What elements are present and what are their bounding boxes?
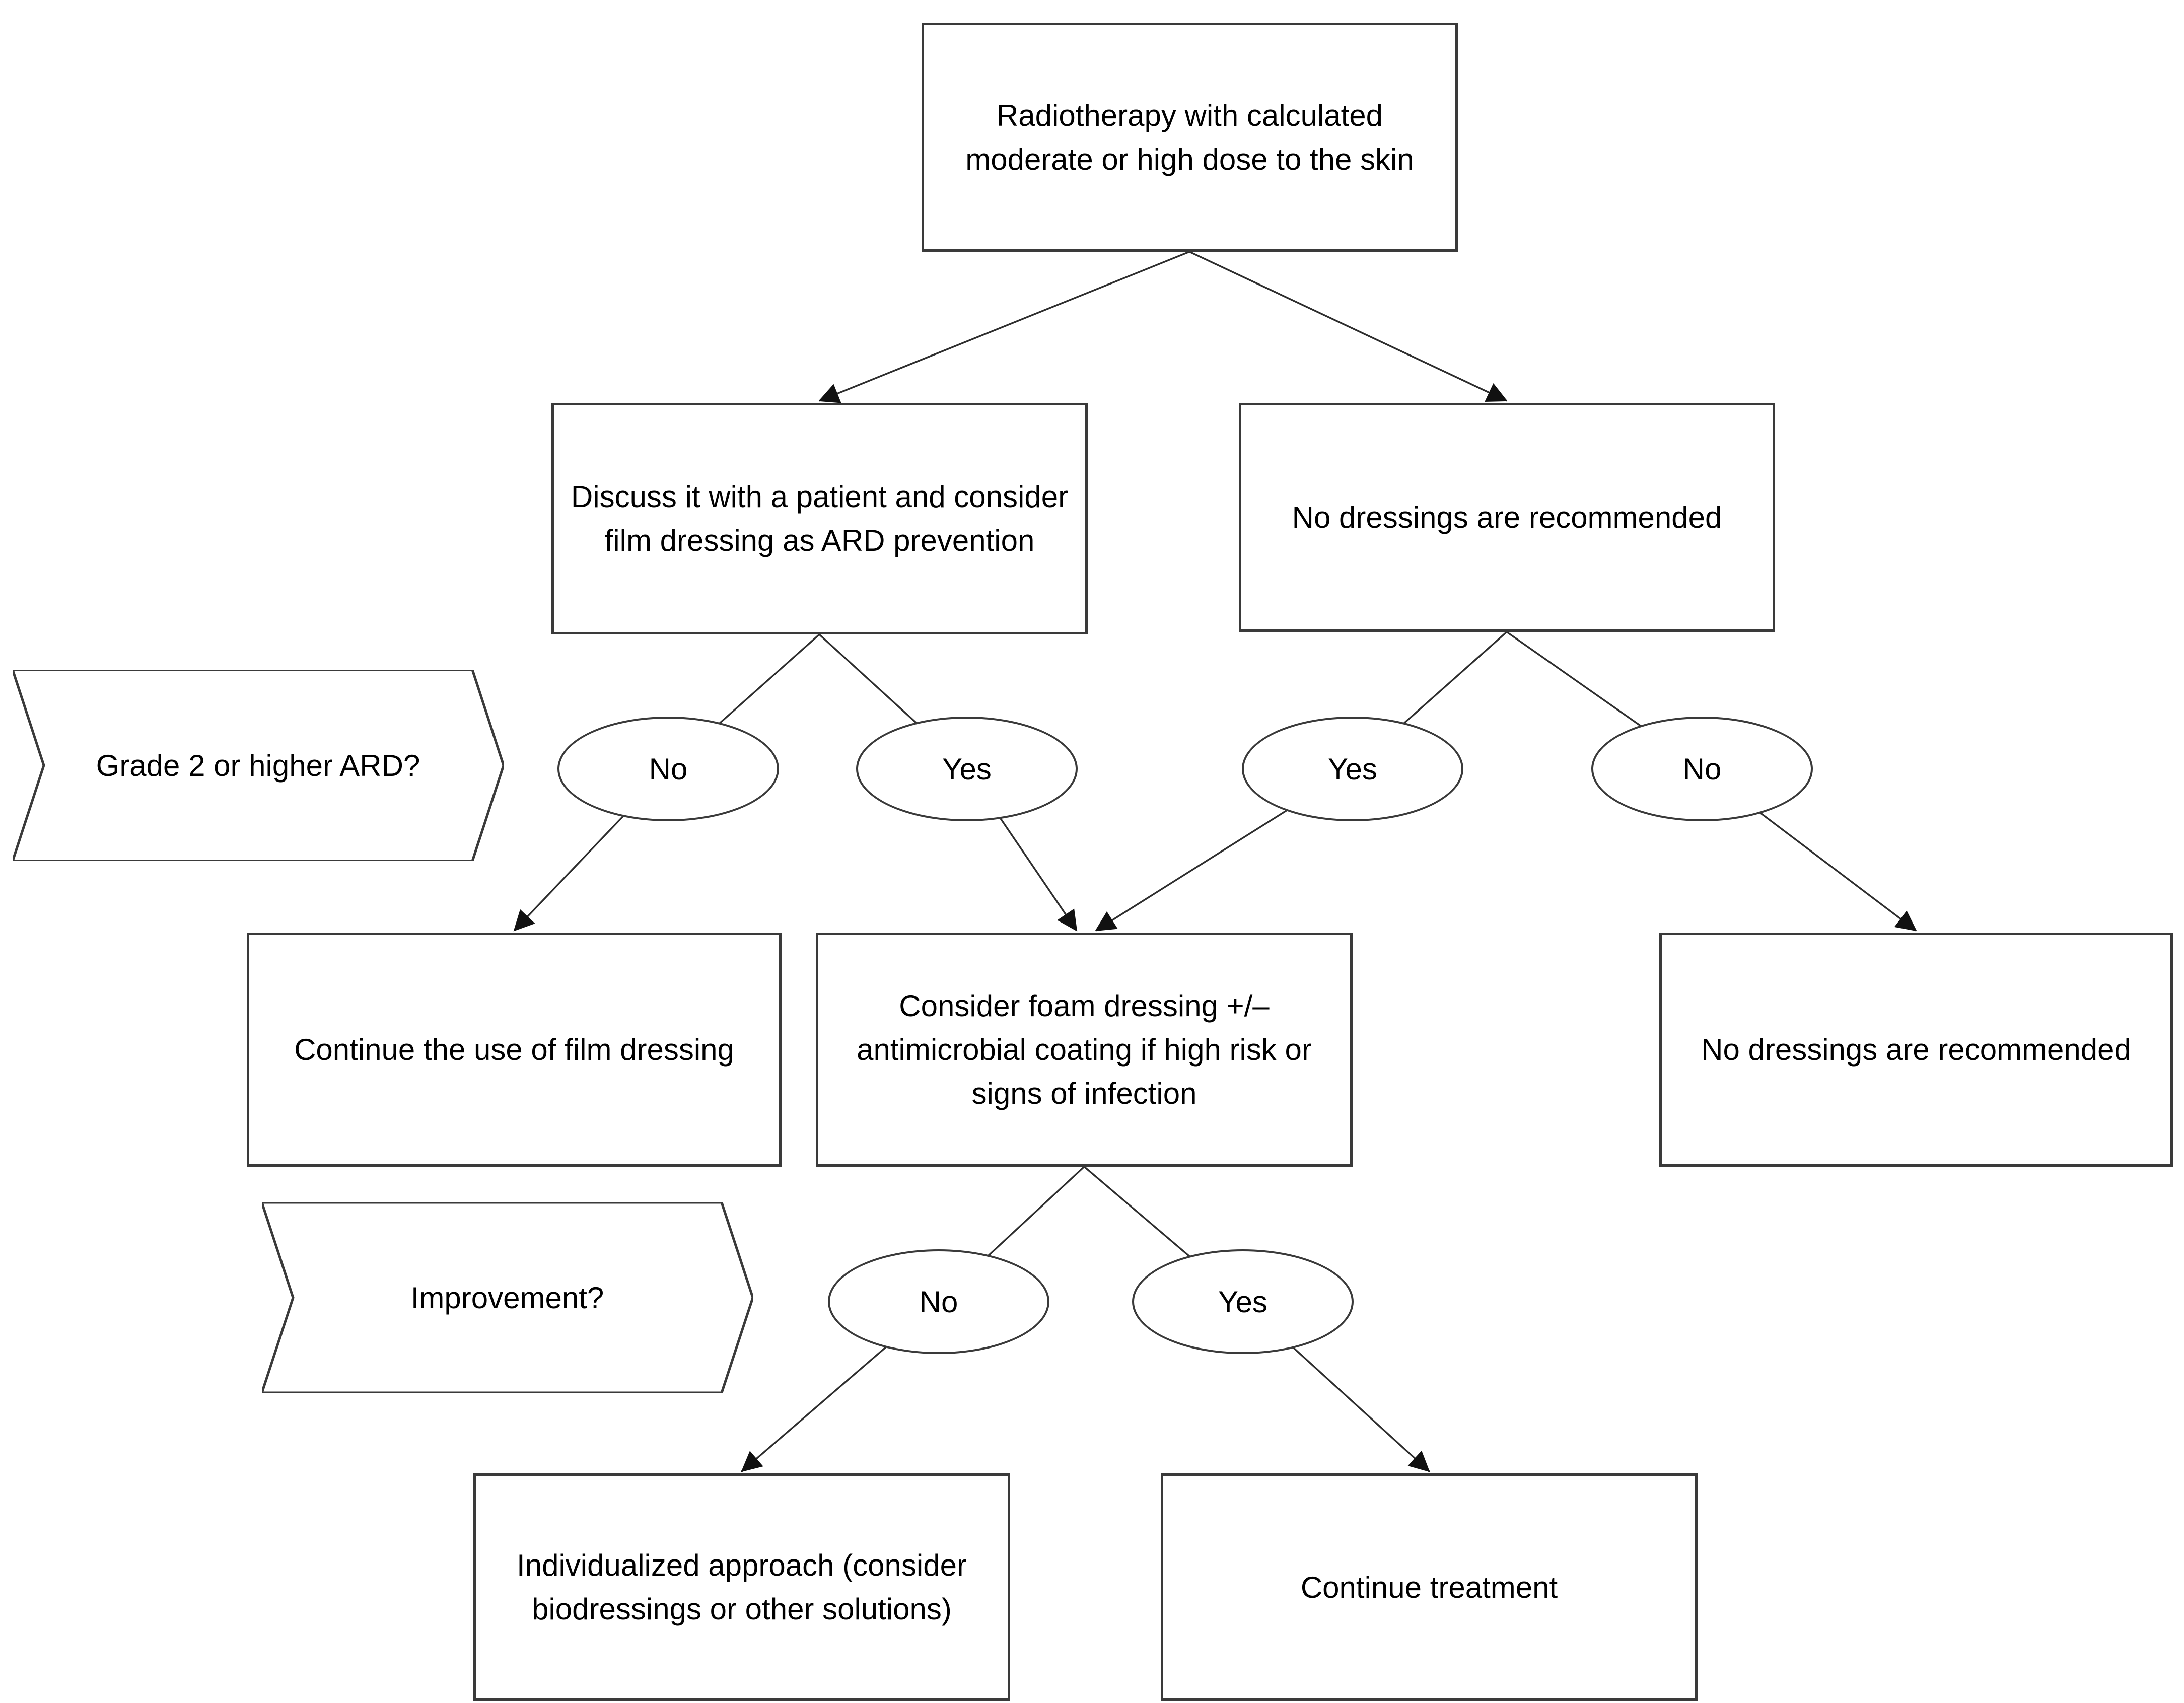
- ribbon-label: Grade 2 or higher ARD?: [96, 748, 420, 783]
- ellipse-grade2-no: No: [557, 717, 779, 821]
- ribbon-shape: [13, 670, 504, 861]
- node-label: Discuss it with a patient and consider f…: [571, 480, 1069, 557]
- ellipse-label: Yes: [1218, 1285, 1267, 1319]
- node-label: No dressings are recommended: [1701, 1033, 2131, 1067]
- ellipse-label: Yes: [1328, 752, 1377, 786]
- ellipse-improvement-no: No: [828, 1249, 1049, 1354]
- node-no-dressings-top: No dressings are recommended: [1239, 403, 1775, 632]
- node-no-dressings-right: No dressings are recommended: [1659, 933, 2173, 1167]
- node-label: Continue the use of film dressing: [294, 1033, 734, 1067]
- node-label: Continue treatment: [1300, 1570, 1558, 1604]
- node-radiotherapy-start: Radiotherapy with calculated moderate or…: [922, 23, 1458, 252]
- ellipse-grade2-yes: Yes: [856, 717, 1078, 821]
- node-label: No dressings are recommended: [1292, 501, 1722, 534]
- edge-start-discuss: [818, 251, 1190, 403]
- node-continue-film-dressing: Continue the use of film dressing: [247, 933, 782, 1167]
- ellipse-nodressings-yes: Yes: [1242, 717, 1463, 821]
- node-individualized-approach: Individualized approach (consider biodre…: [473, 1473, 1010, 1701]
- ellipse-label: No: [919, 1285, 958, 1319]
- ellipse-nodressings-no: No: [1591, 717, 1813, 821]
- node-foam-dressing: Consider foam dressing +/– antimicrobial…: [816, 933, 1353, 1167]
- ellipse-label: No: [1682, 752, 1722, 786]
- node-discuss-film-dressing: Discuss it with a patient and consider f…: [551, 403, 1088, 634]
- ellipse-label: No: [649, 752, 688, 786]
- ribbon-grade2-question: Grade 2 or higher ARD?: [13, 670, 504, 861]
- ribbon-shape: [262, 1202, 753, 1393]
- ellipse-improvement-yes: Yes: [1132, 1249, 1354, 1354]
- ribbon-improvement-question: Improvement?: [262, 1202, 753, 1393]
- ellipse-label: Yes: [942, 752, 992, 786]
- node-continue-treatment: Continue treatment: [1161, 1473, 1698, 1701]
- node-label: Consider foam dressing +/– antimicrobial…: [857, 989, 1312, 1110]
- node-label: Individualized approach (consider biodre…: [517, 1548, 967, 1626]
- ribbon-label: Improvement?: [410, 1281, 604, 1315]
- edge-start-nodressings: [1189, 251, 1508, 402]
- node-label: Radiotherapy with calculated moderate or…: [965, 98, 1414, 176]
